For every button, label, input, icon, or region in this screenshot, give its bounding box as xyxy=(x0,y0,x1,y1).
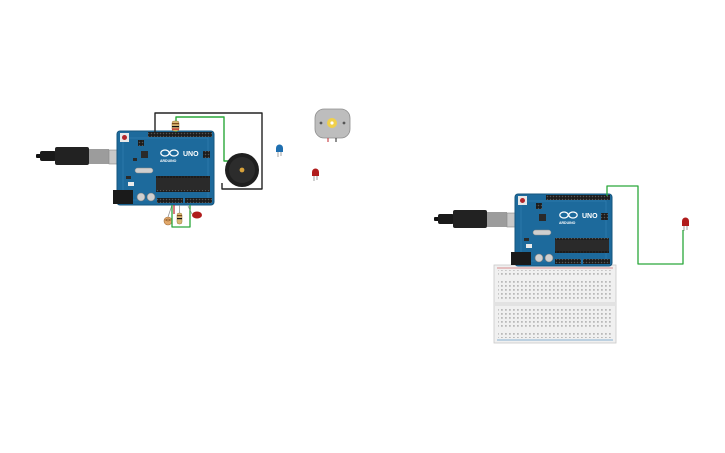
resistor-1[interactable] xyxy=(171,120,180,132)
microcontroller-chip-2 xyxy=(555,240,609,251)
photoresistor[interactable] xyxy=(163,204,173,226)
arduino-board-1[interactable]: UNO ARDUINO xyxy=(113,130,215,206)
arduino-board-2[interactable]: UNO ARDUINO xyxy=(511,193,613,267)
power-jack-2 xyxy=(511,252,531,265)
led-red-2[interactable] xyxy=(187,205,202,219)
capacitor-2b xyxy=(544,253,554,263)
power-header-1 xyxy=(157,198,183,203)
analog-header-2 xyxy=(583,259,610,264)
digital-header-2 xyxy=(546,195,610,200)
capacitor-2a xyxy=(534,253,544,263)
crystal-1 xyxy=(134,167,154,174)
led-blue[interactable] xyxy=(276,144,283,157)
wire-green-2[interactable] xyxy=(171,205,191,228)
board-brand-label-2: UNO xyxy=(582,213,598,220)
piezo-buzzer[interactable] xyxy=(225,153,259,187)
breadboard[interactable] xyxy=(493,264,617,344)
capacitor-1b xyxy=(146,192,156,202)
microcontroller-chip-1 xyxy=(156,178,210,190)
circuit-2: UNO ARDUINO xyxy=(434,185,689,344)
wire-black-1[interactable] xyxy=(154,112,263,190)
led-red-1[interactable] xyxy=(312,168,319,181)
dc-motor[interactable] xyxy=(314,108,351,142)
arduino-logo-icon-2 xyxy=(559,211,578,219)
power-jack-1 xyxy=(113,190,133,204)
led-red-3[interactable] xyxy=(682,217,689,231)
board-brand-label-1: UNO xyxy=(183,151,199,158)
arduino-logo-icon-1 xyxy=(160,149,179,157)
board-model-label-1: ARDUINO xyxy=(160,159,177,163)
usb-cable-1[interactable] xyxy=(36,147,134,165)
board-model-label-2: ARDUINO xyxy=(559,221,576,225)
digital-header-1 xyxy=(148,132,212,137)
capacitor-1a xyxy=(136,192,146,202)
power-header-2 xyxy=(555,259,581,264)
crystal-2 xyxy=(532,229,552,236)
wire-green-3[interactable] xyxy=(606,185,684,265)
analog-header-1 xyxy=(185,198,212,203)
circuit-1: UNO ARDUINO xyxy=(36,108,351,228)
resistor-2[interactable] xyxy=(176,205,183,225)
